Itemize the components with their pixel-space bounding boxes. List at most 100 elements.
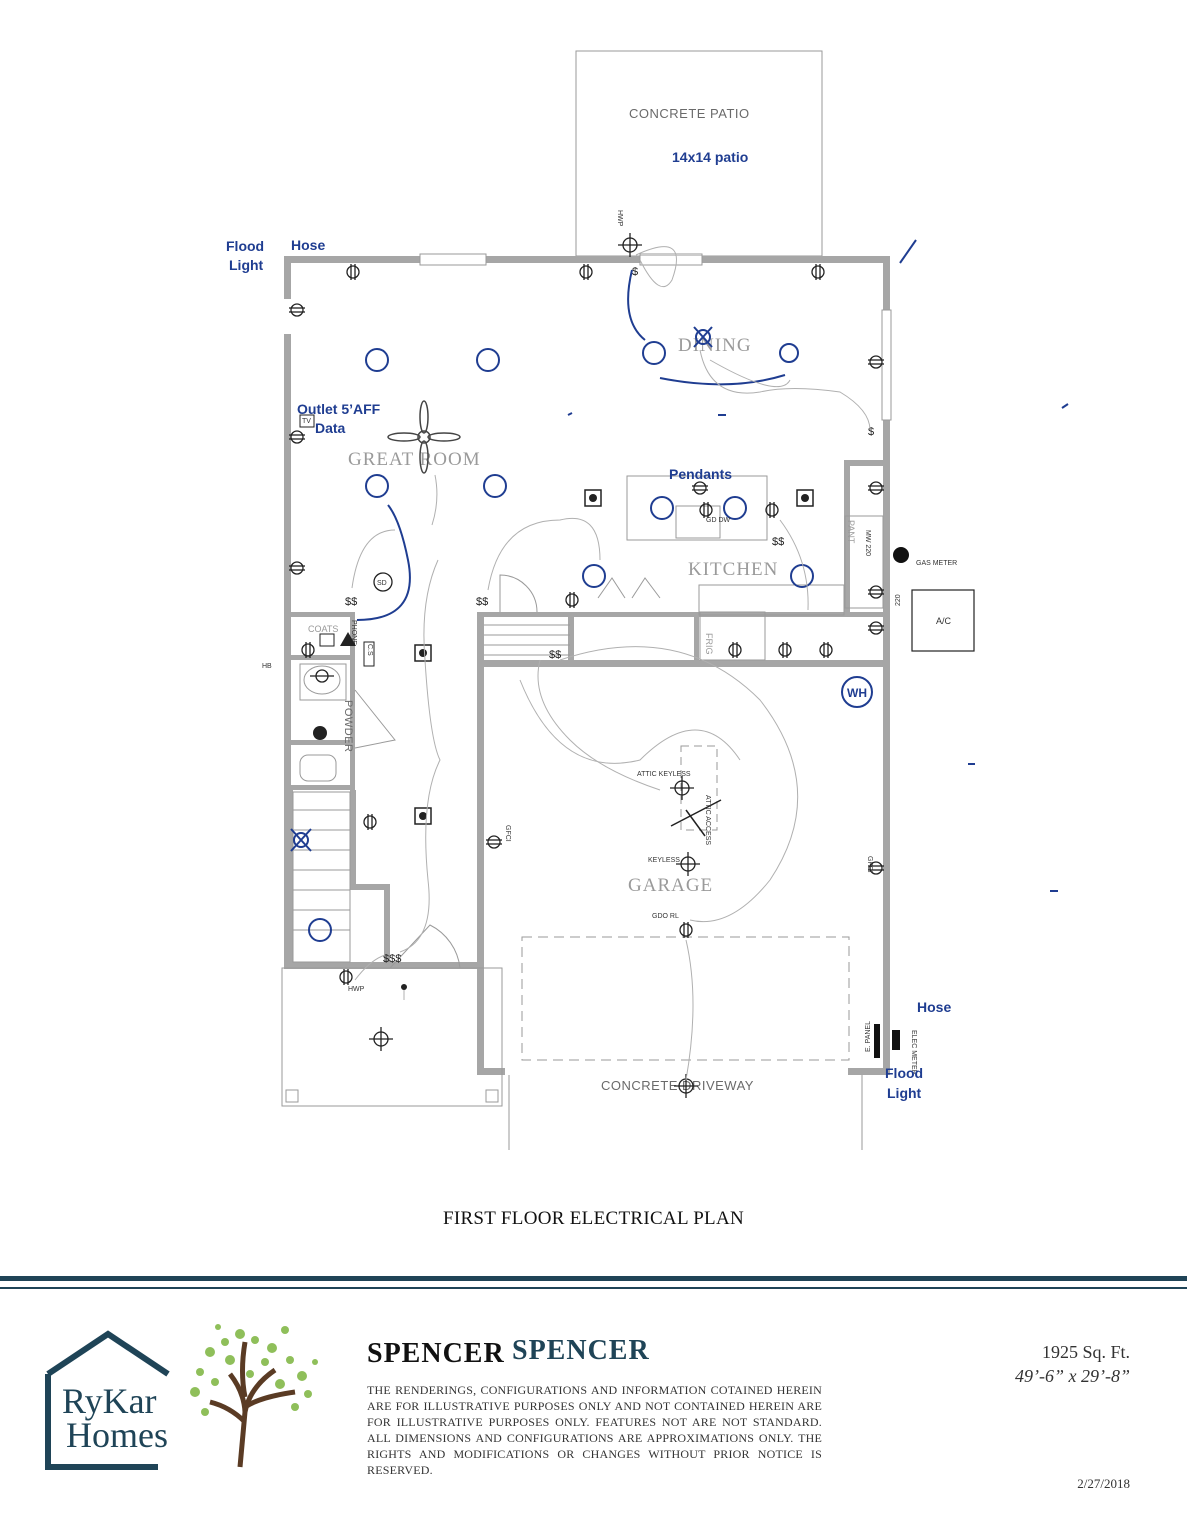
cs-box: [363, 641, 375, 667]
tv-label: TV: [302, 418, 311, 425]
gdo-label: GDO RL: [652, 913, 679, 920]
svg-text:$$: $$: [476, 596, 488, 608]
square-footage: 1925 Sq. Ft. 49’-6” x 29’-8”: [960, 1340, 1130, 1388]
blue-wire-dining: [627, 269, 646, 341]
sqft-value: 1925 Sq. Ft.: [1041, 1342, 1130, 1362]
hwp-label-bottom: HWP: [348, 986, 365, 993]
window-right: [881, 309, 892, 421]
cs-label: C.S: [366, 644, 373, 656]
hose-top-note: Hose: [291, 237, 325, 253]
brand-line-2: Homes: [66, 1415, 168, 1455]
water-heater-label: WH: [847, 686, 867, 700]
blue-wire-top-right: [899, 239, 917, 264]
hwp-label-top: HWP: [616, 210, 623, 227]
footer-band-top: [0, 1276, 1187, 1281]
outlet-note-line1: Outlet 5’AFF: [297, 401, 381, 417]
blue-wire-great: [356, 504, 411, 621]
keyless-label: KEYLESS: [648, 857, 680, 864]
model-name: SPENCER: [367, 1338, 505, 1369]
frig-label: FRIG: [704, 633, 714, 655]
island-sink: [675, 505, 721, 539]
svg-text:$$: $$: [772, 536, 784, 548]
ac-unit: [911, 589, 975, 652]
dining-label: DINING: [678, 335, 752, 356]
attic-access-label: ATTIC ACCESS: [704, 795, 711, 845]
mw220-label: MW 220: [864, 530, 871, 556]
window-top: [419, 253, 487, 266]
gfci-label-1: GFCI: [504, 825, 511, 842]
patio-label: CONCRETE PATIO: [629, 106, 750, 121]
brand-line-1: RyKar: [62, 1381, 157, 1421]
pantry-box: [844, 515, 884, 609]
model-name-overlay: SPENCER: [512, 1335, 650, 1366]
porch-post-right: [485, 1089, 499, 1103]
door-swings: [354, 574, 661, 969]
porch-post-left: [285, 1089, 299, 1103]
powder-vanity: [299, 663, 347, 701]
exterior-walls: [284, 256, 890, 1075]
toilet: [299, 754, 337, 782]
flood-light-bottom-line1: Flood: [885, 1065, 923, 1081]
blue-ticks: [567, 403, 1069, 892]
electrical-panel: [874, 1024, 880, 1058]
outlet-symbols: [289, 264, 884, 985]
coats-label: COATS: [308, 624, 338, 634]
smoke-detector-icon: [373, 572, 393, 592]
logo-house-tree-icon: [45, 1324, 318, 1470]
great-room-label: GREAT ROOM: [348, 449, 481, 470]
attic-access-x1: [670, 799, 722, 827]
disclaimer-text: THE RENDERINGS, CONFIGURATIONS AND INFOR…: [367, 1383, 822, 1477]
front-porch: [281, 967, 503, 1107]
electrical-floor-plan: CONCRETE PATIO 14x14 patio: [226, 50, 1069, 1150]
hb-label: HB: [262, 663, 272, 670]
pendants-note: Pendants: [669, 466, 732, 482]
smoke-detector-label: SD: [377, 580, 387, 587]
kitchen-label: KITCHEN: [688, 559, 778, 580]
svg-text:$$: $$: [345, 596, 357, 608]
rykar-logo: RyKar Homes: [40, 1312, 340, 1472]
phone-label: PHONE: [350, 620, 357, 645]
outlet-note-line2: Data: [315, 420, 346, 436]
gd-dw-label: GD DW: [706, 517, 731, 524]
blue-wire-dining-2: [659, 374, 786, 386]
svg-text:$: $: [868, 426, 874, 438]
stairs: [292, 624, 570, 963]
powder-sink: [303, 665, 341, 695]
door-patio: [639, 253, 703, 266]
flood-light-top-line2: Light: [229, 257, 264, 273]
coats-box: [319, 633, 335, 647]
flood-light-top-line1: Flood: [226, 238, 264, 254]
elec-meter: [892, 1030, 900, 1050]
recessed-lights: [308, 341, 814, 942]
house-dimensions: 49’-6” x 29’-8”: [1015, 1366, 1130, 1386]
attic-access-x2: [685, 809, 706, 837]
elec-meter-label: ELEC METER: [910, 1030, 917, 1075]
attic-keyless-label: ATTIC KEYLESS: [637, 771, 691, 778]
plan-date: 2/27/2018: [1077, 1476, 1130, 1491]
water-heater-icon: [841, 676, 873, 708]
porch-bell: [401, 984, 407, 990]
gas-meter-label: GAS METER: [916, 560, 957, 567]
blue-x-fixtures: [290, 326, 713, 852]
phone-triangle: [340, 632, 356, 646]
garage-label: GARAGE: [628, 875, 713, 896]
ceiling-fixtures: [310, 233, 700, 1098]
ceiling-fan-icon: [387, 400, 461, 474]
plan-title: FIRST FLOOR ELECTRICAL PLAN: [442, 1208, 745, 1229]
square-fixtures: [414, 489, 814, 825]
hose-bottom-note: Hose: [917, 999, 951, 1015]
footer-band-thin: [0, 1287, 1187, 1289]
ac-label: A/C: [936, 616, 952, 626]
gfci-label-2: GFCI: [866, 856, 873, 873]
interior-walls: [287, 460, 883, 968]
e-panel-label: E. PANEL: [865, 1021, 872, 1052]
svg-text:$: $: [632, 266, 638, 278]
flood-light-bottom-line2: Light: [887, 1085, 922, 1101]
gas-meter-icon: [893, 547, 909, 563]
kitchen-counter: [698, 584, 845, 616]
patio-size-note: 14x14 patio: [672, 149, 748, 165]
switches: $ $ $$ $$ $$ $$ $$$: [345, 266, 874, 965]
fridge-nook: [699, 611, 766, 661]
wiring: [351, 246, 871, 1081]
tv-box: [299, 414, 315, 428]
